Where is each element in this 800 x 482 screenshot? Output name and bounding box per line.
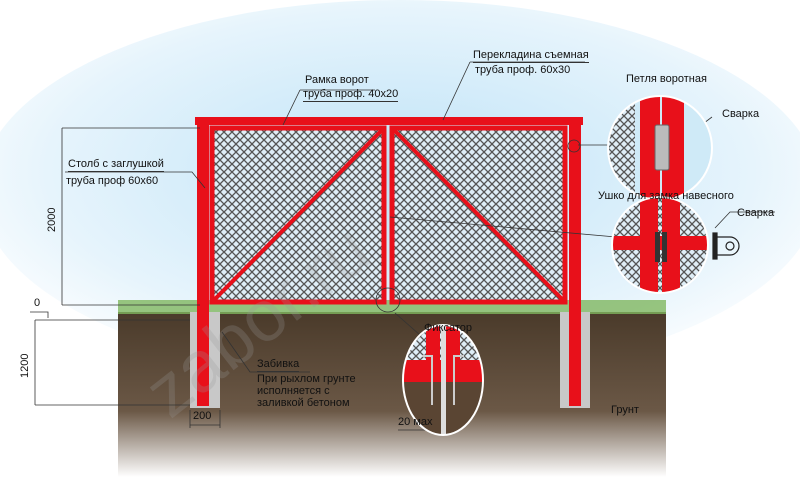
crossbar-spec: труба проф. 60х30 — [475, 64, 571, 76]
fixator-label: Фиксатор — [424, 322, 472, 334]
right-gate-leaf — [389, 125, 568, 305]
left-gate-leaf — [209, 125, 387, 305]
dimension-zero: 0 — [34, 297, 41, 309]
weld-label-hinge: Сварка — [722, 108, 760, 120]
frame-title: Рамка ворот — [305, 74, 369, 86]
dimension-20-max: 20 мах — [398, 416, 433, 428]
crossbar-title: Перекладина съемная — [473, 49, 589, 63]
driving-title: Забивка — [257, 358, 300, 372]
weld-label-eye: Сварка — [737, 207, 775, 219]
post-spec: труба проф 60х60 — [66, 175, 159, 187]
removable-crossbar — [195, 117, 583, 125]
frame-spec: труба проф. 40х20 — [303, 88, 399, 102]
dimension-200: 200 — [193, 410, 212, 422]
dimension-2000: 2000 — [46, 207, 58, 232]
lock-eye-detail — [612, 197, 708, 293]
driving-note-1: При рыхлом грунте — [257, 373, 356, 385]
dimension-1200: 1200 — [19, 353, 31, 378]
dimension-lines — [30, 127, 448, 432]
lock-eye-side-view — [712, 232, 740, 260]
driving-note-2: исполняется с — [257, 385, 330, 397]
hinge-title: Петля воротная — [626, 73, 707, 85]
right-post — [569, 118, 581, 406]
left-post — [197, 118, 209, 406]
soil-label: Грунт — [611, 404, 639, 416]
post-title: Столб с заглушкой — [68, 158, 164, 172]
fixator-detail — [403, 325, 483, 435]
driving-note-3: заливкой бетоном — [257, 397, 350, 409]
lock-eye-title: Ушко для замка навесного — [598, 190, 734, 202]
